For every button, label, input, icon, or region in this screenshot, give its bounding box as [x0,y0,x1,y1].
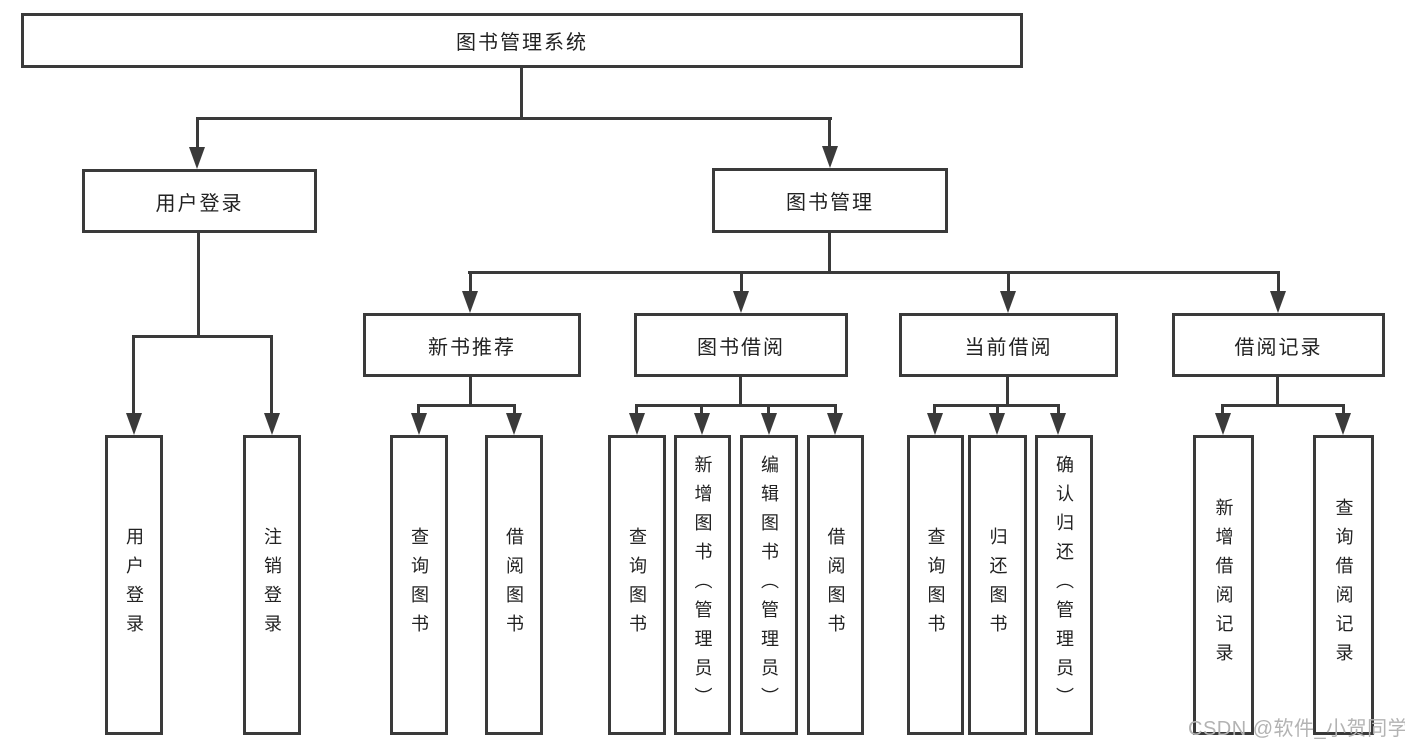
arrow-head [1335,413,1351,435]
connector-line [417,404,420,415]
csdn-watermark: CSDN @软件_小贺同学 [1188,718,1405,740]
connector-line [933,404,936,415]
leaf-edit-books-admin: 编辑图书（管理员） [740,435,798,735]
leaf-label: 查询图书 [925,527,946,643]
arrow-head [506,413,522,435]
connector-line [740,271,743,293]
arrow-head [761,413,777,435]
connector-line [1277,271,1280,293]
arrow-head [411,413,427,435]
leaf-label: 用户登录 [124,527,144,643]
node-label: 用户登录 [155,192,244,215]
connector-line [469,377,472,407]
leaf-add-books-admin: 新增图书（管理员） [674,435,731,735]
arrow-head [927,413,943,435]
leaf-label: 借阅图书 [504,527,524,643]
node-label: 图书管理 [786,192,874,214]
arrow-head [189,147,205,169]
node-label: 图书借阅 [697,336,785,359]
connector-line [700,404,703,415]
leaf-borrow-books: 借阅图书 [807,435,864,735]
leaf-label: 查询图书 [627,527,647,643]
connector-line [1221,404,1345,407]
connector-line [834,404,837,415]
node-label: 图书管理系统 [456,32,588,54]
connector-line [1006,377,1009,407]
leaf-query-books-recommend: 查询图书 [390,435,448,735]
connector-line [132,335,273,338]
arrow-head [694,413,710,435]
leaf-label: 编辑图书（管理员） [759,454,779,716]
node-library-management-system: 图书管理系统 [21,13,1023,68]
leaf-label: 归还图书 [987,527,1008,643]
connector-line [468,271,1280,274]
leaf-query-books-borrowing: 查询图书 [608,435,666,735]
arrow-head [822,146,838,168]
leaf-confirm-return-admin: 确认归还（管理员） [1035,435,1093,735]
connector-line [1057,404,1060,415]
leaf-label: 注销登录 [262,527,282,643]
node-new-book-recommendation: 新书推荐 [363,313,581,377]
arrow-head [1000,291,1016,313]
connector-line [739,377,742,407]
node-user-login: 用户登录 [82,169,317,233]
node-borrowing-records: 借阅记录 [1172,313,1385,377]
node-current-borrowing: 当前借阅 [899,313,1118,377]
connector-line [828,233,831,274]
arrow-head [989,413,1005,435]
connector-line [1342,404,1345,415]
connector-line [132,335,135,415]
arrow-head [733,291,749,313]
arrow-head [1270,291,1286,313]
connector-line [1276,377,1279,407]
leaf-label: 新增图书（管理员） [692,454,713,716]
connector-line [513,404,516,415]
connector-line [635,404,837,407]
arrow-head [126,413,142,435]
leaf-add-borrow-record: 新增借阅记录 [1193,435,1254,735]
node-label: 新书推荐 [428,336,516,359]
arrow-head [462,291,478,313]
leaf-query-borrow-record: 查询借阅记录 [1313,435,1374,735]
node-label: 当前借阅 [964,336,1053,359]
node-label: 借阅记录 [1234,336,1323,359]
connector-line [270,335,273,415]
connector-line [196,117,832,120]
leaf-label: 查询图书 [409,527,429,643]
arrow-head [629,413,645,435]
arrow-head [827,413,843,435]
connector-line [1221,404,1224,415]
leaf-borrow-books-recommend: 借阅图书 [485,435,543,735]
connector-line [196,117,199,149]
connector-line [996,404,999,415]
leaf-label: 新增借阅记录 [1213,498,1234,672]
leaf-logout: 注销登录 [243,435,301,735]
arrow-head [1050,413,1066,435]
connector-line [767,404,770,415]
connector-line [417,404,516,407]
leaf-return-books: 归还图书 [968,435,1027,735]
leaf-user-login: 用户登录 [105,435,163,735]
connector-line [828,117,831,148]
leaf-query-books-current: 查询图书 [907,435,964,735]
leaf-label: 确认归还（管理员） [1054,454,1074,716]
node-book-management: 图书管理 [712,168,948,233]
connector-line [1007,271,1010,293]
connector-line [520,68,523,118]
leaf-label: 查询借阅记录 [1333,498,1354,672]
connector-line [197,233,200,337]
leaf-label: 借阅图书 [825,527,846,643]
connector-line [469,271,472,293]
node-book-borrowing: 图书借阅 [634,313,848,377]
connector-line [635,404,638,415]
arrow-head [264,413,280,435]
arrow-head [1215,413,1231,435]
